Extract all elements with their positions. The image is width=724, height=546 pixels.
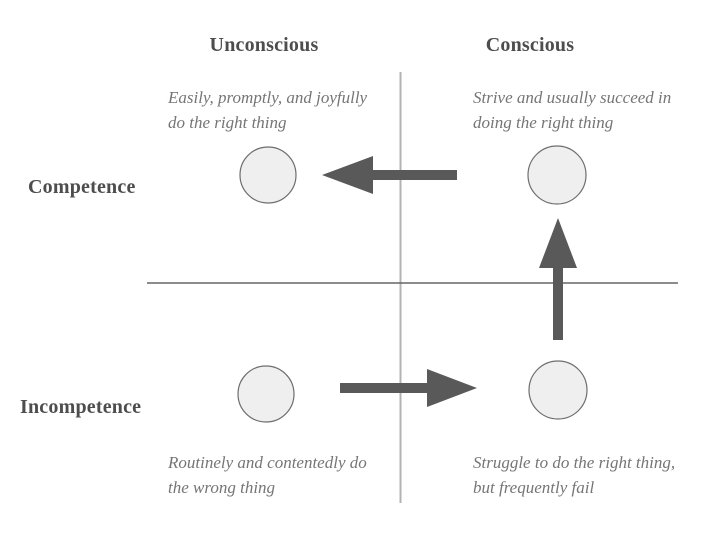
description-line: doing the right thing: [473, 113, 614, 132]
description-line: the wrong thing: [168, 478, 276, 497]
description-unconscious-competence: Easily, promptly, and joyfully do the ri…: [168, 85, 367, 135]
right-arrow-unconscious-to-conscious-incompetence: [340, 369, 477, 407]
description-line: Struggle to do the right thing,: [473, 453, 676, 472]
description-line: Easily, promptly, and joyfully: [168, 88, 368, 107]
description-line: do the right thing: [168, 113, 287, 132]
stage-circle-conscious-incompetence: [528, 360, 588, 420]
row-label-incompetence: Incompetence: [20, 396, 142, 418]
description-line: but frequently fail: [473, 478, 595, 497]
description-line: Routinely and contentedly do: [168, 453, 367, 472]
column-header-unconscious: Unconscious: [209, 34, 319, 56]
stage-circle-unconscious-competence: [239, 146, 297, 204]
stage-circle-unconscious-incompetence: [237, 365, 295, 423]
description-line: Strive and usually succeed in: [473, 88, 672, 107]
description-conscious-competence: Strive and usually succeed in doing the …: [473, 85, 671, 135]
up-arrow-incompetence-to-competence: [539, 218, 577, 340]
description-unconscious-incompetence: Routinely and contentedly do the wrong t…: [168, 450, 367, 500]
stage-circle-conscious-competence: [527, 145, 587, 205]
row-label-competence: Competence: [28, 176, 136, 198]
description-conscious-incompetence: Struggle to do the right thing, but freq…: [473, 450, 675, 500]
left-arrow-conscious-to-unconscious-competence: [322, 156, 457, 194]
column-header-conscious: Conscious: [485, 34, 575, 56]
